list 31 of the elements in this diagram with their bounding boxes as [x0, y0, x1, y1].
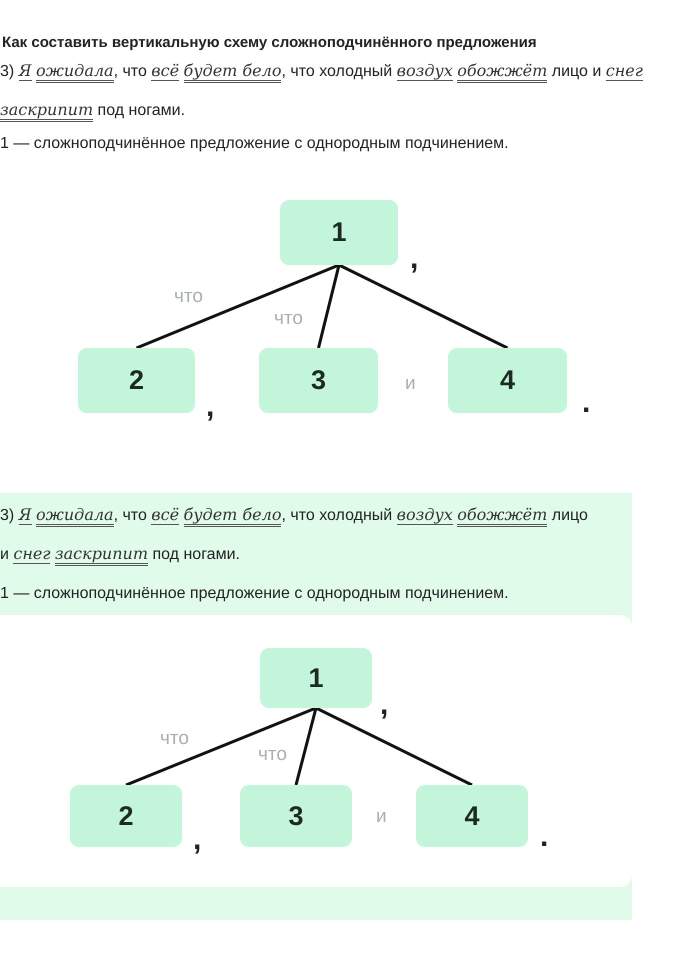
sentence: 3) Я ожидала, что всё будет бело, что холодный воздух обожжёт лицо и снег заскрипит под ногами.: [0, 496, 600, 574]
connector-line: [125, 706, 317, 786]
punctuation: ,: [410, 244, 418, 274]
clause-box: 4: [448, 348, 567, 413]
connector-line: [338, 264, 508, 350]
note: 1 — сложноподчинённое предложение с однородным подчинением.: [0, 585, 509, 603]
punctuation: ,: [206, 392, 214, 422]
edge-label: что: [174, 286, 203, 308]
heading: Как составить вертикальную схему сложноподчинённого предложения: [2, 34, 537, 51]
conjunction: и: [405, 373, 416, 395]
punctuation: .: [582, 388, 590, 418]
clause-box: 1: [260, 648, 372, 708]
punctuation: .: [540, 822, 548, 852]
connector-line: [317, 264, 340, 348]
clause-box: 3: [259, 348, 378, 413]
note: 1 — сложноподчинённое предложение с однородным подчинением.: [0, 135, 509, 153]
clause-box: 2: [78, 348, 195, 413]
connector-line: [315, 706, 473, 786]
clause-box: 3: [240, 785, 352, 847]
edge-label: что: [274, 308, 303, 330]
punctuation: ,: [380, 690, 388, 720]
clause-box: 1: [280, 200, 398, 265]
conjunction: и: [376, 806, 387, 828]
edge-label: что: [160, 728, 189, 750]
sentence: 3) Я ожидала, что всё будет бело, что холодный воздух обожжёт лицо и снег заскрипит под ногами.: [0, 52, 660, 130]
connector-line: [294, 708, 318, 786]
connector-line: [136, 264, 340, 350]
clause-box: 2: [70, 785, 182, 847]
edge-label: что: [258, 744, 287, 766]
punctuation: ,: [193, 825, 202, 855]
clause-box: 4: [416, 785, 528, 847]
